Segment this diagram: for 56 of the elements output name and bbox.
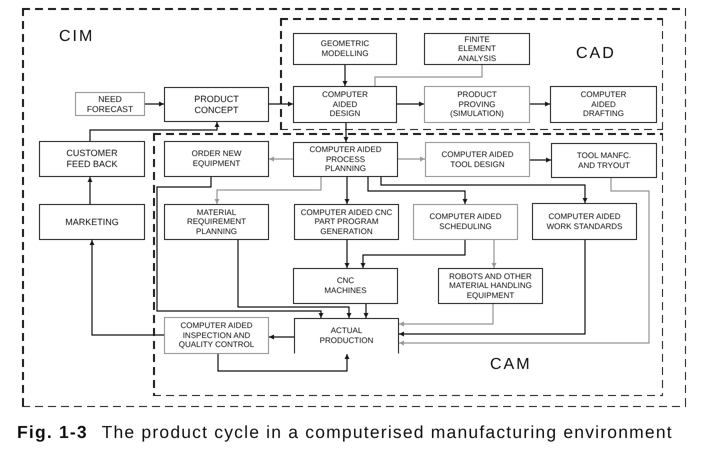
arrow (380, 177, 588, 203)
process-box: TOOL MANFC. AND TRYOUT (551, 143, 657, 178)
process-box: CUSTOMER FEED BACK (39, 141, 145, 177)
arrow (344, 240, 350, 268)
arrow (88, 177, 92, 204)
process-box: COMPUTER AIDED WORK STANDARDS (532, 203, 637, 240)
arrow (360, 240, 466, 268)
arrow (530, 158, 551, 162)
process-box: PRODUCT CONCEPT (164, 87, 269, 122)
process-box: COMPUTER AIDED SCHEDULING (413, 204, 518, 240)
dashed-region (280, 18, 663, 130)
process-box: GEOMETRIC MODELLING (293, 33, 397, 65)
dashed-region (22, 8, 686, 407)
process-box: MATERIAL REQUIREMENT PLANNING (164, 204, 269, 240)
arrow (367, 177, 468, 204)
process-box: COMPUTER AIDED PROCESS PLANNING (293, 142, 398, 177)
process-box: FINITE ELEMENT ANALYSIS (424, 33, 530, 65)
process-box: MARKETING (39, 204, 145, 240)
process-box: COMPUTER AIDED INSPECTION AND QUALITY CONTROL (164, 317, 269, 354)
arrow (269, 334, 294, 340)
region-label: CAD (576, 46, 616, 62)
process-box: PRODUCT PROVING (SIMULATION) (424, 86, 530, 123)
arrow (156, 177, 324, 318)
process-box: NEED FORECAST (75, 92, 145, 116)
process-box: CNC MACHINES (293, 268, 398, 304)
process-box: COMPUTER AIDED DRAFTING (550, 86, 657, 123)
process-box: COMPUTER AIDED DESIGN (293, 86, 397, 123)
arrow (214, 177, 322, 204)
arrow (398, 156, 425, 162)
arrow (217, 354, 350, 372)
region-label: CIM (59, 29, 94, 45)
arrow (399, 178, 650, 346)
arrow (90, 240, 164, 336)
arrow (399, 240, 586, 336)
arrow (342, 65, 348, 86)
process-box: ROBOTS AND OTHER MATERIAL HANDLING EQUIPMENT (438, 268, 543, 304)
process-box: ORDER NEW EQUIPMENT (164, 141, 269, 177)
arrow (145, 102, 164, 106)
arrow (344, 177, 350, 204)
arrow (399, 304, 494, 326)
process-box: ACTUAL PRODUCTION (294, 318, 399, 354)
connector-line (374, 65, 483, 86)
arrow (344, 123, 348, 142)
arrow (269, 156, 293, 162)
figure-caption: Fig. 1-3 The product cycle in a computerised manufacturing environment (17, 422, 673, 443)
process-box: COMPUTER AIDED TOOL DESIGN (425, 142, 530, 177)
arrow (237, 240, 352, 318)
dashed-region (153, 133, 663, 396)
arrow (397, 102, 424, 106)
process-box: COMPUTER AIDED CNC PART PROGRAM GENERATION (294, 204, 399, 240)
arrow (269, 102, 293, 106)
arrow (89, 122, 220, 141)
arrow (492, 240, 496, 268)
arrow (364, 304, 368, 318)
arrow (530, 102, 550, 106)
region-label: CAM (490, 357, 532, 373)
